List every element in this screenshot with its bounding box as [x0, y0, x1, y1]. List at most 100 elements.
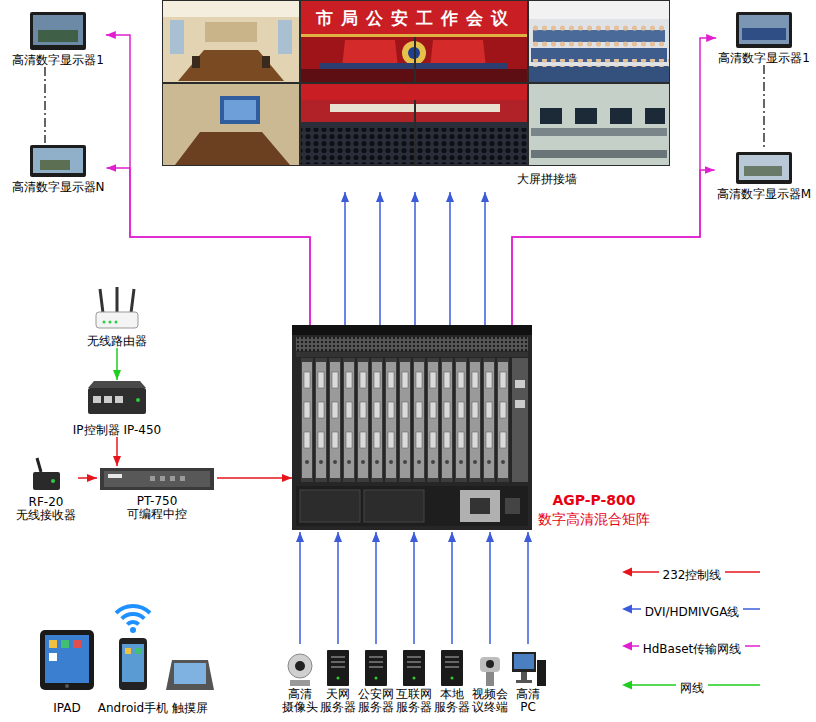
source-node: 高清 PC — [507, 644, 549, 714]
display-icon-part — [40, 160, 70, 170]
legend-text: 网线 — [676, 681, 708, 695]
video-wall-part — [540, 108, 562, 124]
control-terminal-icon-part — [174, 663, 206, 684]
control-terminal-icon-part — [122, 644, 144, 682]
icon-area — [435, 644, 469, 686]
source-device-icon-part — [288, 654, 312, 678]
device-caption: 高清 PC — [509, 688, 547, 714]
phone-node: Android手机 — [96, 636, 170, 715]
connector — [116, 348, 118, 380]
connector — [414, 192, 416, 325]
video-wall-part — [301, 84, 527, 165]
control-terminal-icon-part — [73, 640, 81, 648]
video-wall-part — [610, 108, 632, 124]
matrix-chassis-part — [460, 490, 500, 522]
node-label: AGP-P-800 — [530, 492, 658, 509]
icon-area — [117, 636, 149, 700]
source-device-icon-part — [480, 657, 500, 672]
legend-line-part — [622, 681, 632, 690]
icon-area — [734, 150, 794, 186]
icon-area — [511, 644, 545, 686]
router-icon-part — [131, 289, 134, 313]
source-device-icon-part — [512, 652, 536, 672]
icon-area — [84, 380, 150, 422]
video-wall-part — [533, 30, 665, 42]
central-control-icon-part — [104, 471, 210, 487]
source-device-icon-part — [331, 666, 345, 668]
video-wall-part — [531, 128, 667, 136]
device-caption: 公安网 服务器 — [357, 688, 395, 714]
display-icon-part — [739, 155, 789, 180]
source-device-icon — [288, 650, 546, 686]
device-caption: 无线路由器 — [87, 335, 147, 348]
display-icon-part — [30, 145, 86, 177]
connector — [106, 35, 310, 325]
source-node: 公安网 服务器 — [355, 644, 397, 714]
source-device-icon-part — [486, 660, 494, 668]
ip-controller-icon-part — [115, 396, 123, 403]
icon-area — [99, 466, 215, 493]
video-wall-part — [163, 84, 299, 165]
connector — [299, 532, 301, 644]
display-icon-part — [736, 152, 792, 184]
control-terminal-icon-part — [65, 684, 69, 688]
matrix-chassis-part — [296, 352, 528, 357]
source-device-icon-part — [331, 656, 345, 658]
touch-panel-node: 触摸屏 — [162, 652, 218, 715]
legend-item: DVI/HDMIVGA线 — [622, 601, 762, 617]
video-wall-part — [262, 56, 270, 68]
router-icon — [96, 287, 138, 328]
source-device-icon-part — [295, 661, 305, 671]
display-node: 高清数字显示器1 — [10, 10, 106, 67]
connector — [763, 65, 765, 150]
icon-area — [283, 644, 317, 686]
connector — [379, 192, 381, 325]
icon-area — [321, 644, 355, 686]
matrix-chassis-part — [296, 337, 528, 351]
display-node: 高清数字显示器N — [10, 143, 107, 194]
source-device-icon-part — [407, 661, 421, 663]
device-caption: 天网 服务器 — [319, 688, 357, 714]
video-wall-part — [529, 1, 669, 19]
source-device-icon-part — [445, 661, 459, 663]
display-icon-part — [33, 148, 83, 173]
legend-text: 232控制线 — [659, 568, 726, 582]
receiver-icon-part — [33, 472, 60, 490]
router-icon-part — [116, 287, 119, 313]
source-device-icon-part — [451, 677, 454, 680]
source-device-icon-part — [445, 656, 459, 658]
router-icon-part — [100, 289, 103, 313]
video-wall-part — [205, 22, 257, 42]
ip-controller-icon-part — [104, 396, 112, 403]
video-wall-part — [278, 20, 292, 54]
central-control-icon-part — [150, 476, 155, 481]
video-wall-part — [531, 41, 667, 49]
ip-controller-icon-part — [93, 396, 101, 403]
icon-area — [39, 628, 95, 700]
legend-text: HdBaset传输网线 — [639, 642, 746, 656]
receiver-node: RF-20无线接收器 — [14, 456, 78, 522]
source-device-icon-part — [290, 680, 310, 686]
display-icon-part — [736, 12, 792, 48]
matrix-chassis-part — [296, 486, 528, 526]
connector — [451, 532, 453, 644]
display-icon — [30, 12, 792, 184]
video-wall-part — [414, 100, 416, 166]
central-control-node: PT-750可编程中控 — [97, 466, 217, 521]
legend-line-part — [622, 568, 632, 577]
source-device-icon-part — [445, 666, 459, 668]
video-wall-part — [645, 108, 665, 124]
control-terminal-icon-part — [45, 635, 89, 683]
connector — [106, 168, 310, 325]
source-device-icon-part — [441, 650, 463, 686]
video-wall-part — [301, 84, 527, 100]
matrix-chassis-part — [292, 325, 532, 530]
control-terminal-icon-part — [61, 640, 69, 648]
source-node: 本地 服务器 — [431, 644, 473, 714]
legend-line — [622, 568, 760, 690]
connector — [449, 192, 451, 325]
matrix-chassis-part — [470, 498, 490, 514]
device-caption: IPAD — [39, 702, 95, 715]
source-device-icon-part — [331, 661, 345, 663]
icon-area — [359, 644, 393, 686]
